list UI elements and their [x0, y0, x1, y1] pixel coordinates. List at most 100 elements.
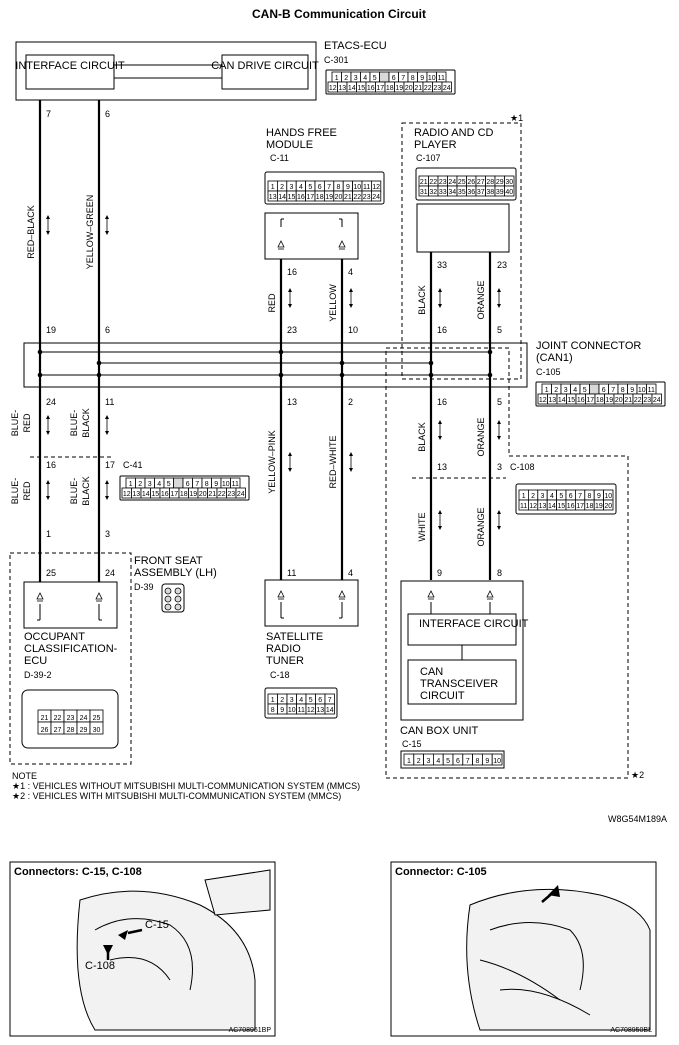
pin-ecu-24: 24	[105, 568, 115, 578]
d392-pin-label: 24	[80, 715, 88, 722]
pin-c108-13: 13	[437, 462, 447, 472]
c15-pin-label: 2	[417, 758, 421, 765]
c107-pin-label: 28	[486, 179, 494, 186]
notes: NOTE ★1 : VEHICLES WITHOUT MITSUBISHI MU…	[12, 771, 667, 824]
d392-pin-label: 21	[41, 715, 49, 722]
c41-pin-label: 13	[132, 491, 140, 498]
c11-cell	[370, 190, 382, 202]
wire-color-blue-red-2a: BLUE-	[10, 478, 20, 505]
pin-hf-16: 16	[287, 267, 297, 277]
c301-pin-label: 16	[367, 85, 375, 92]
c41-pin-label: 19	[189, 491, 197, 498]
c105-pin-label: 2	[554, 387, 558, 394]
c11-pin-label: 14	[278, 194, 286, 201]
pin-joint-11: 11	[105, 397, 114, 407]
c108-pin-label: 8	[588, 493, 592, 500]
pin-ecu-25: 25	[46, 568, 56, 578]
pin-etacs-7: 7	[46, 109, 51, 119]
radio-name-2: PLAYER	[414, 139, 457, 151]
c107-pin-label: 38	[486, 189, 494, 196]
pin-joint-2: 2	[348, 397, 353, 407]
c105-pin-label: 8	[621, 387, 625, 394]
c301-pin-label: 19	[395, 85, 403, 92]
photo-left-label-c108: C-108	[85, 960, 115, 972]
c18-pin-label: 8	[271, 707, 275, 714]
c108-pin-label: 9	[597, 493, 601, 500]
c41-cell	[173, 477, 184, 489]
c11-pin-label: 2	[280, 184, 284, 191]
c15-pin-label: 5	[446, 758, 450, 765]
c108-pin-label: 3	[541, 493, 545, 500]
c108-pin-label: 6	[569, 493, 573, 500]
c18-pin-label: 4	[299, 697, 303, 704]
pin-can-9: 9	[437, 568, 442, 578]
etacs-can-drive-label: CAN DRIVE CIRCUIT	[211, 60, 319, 72]
d392-pin-label: 29	[80, 727, 88, 734]
wire-color-orange-can: ORANGE	[476, 417, 486, 456]
note-line-2: ★2 : VEHICLES WITH MITSUBISHI MULTI-COMM…	[12, 791, 341, 801]
wire-color-blue-black-2a: BLUE-	[69, 478, 79, 505]
c105-pin-label: 17	[586, 397, 594, 404]
c301-pin-label: 20	[405, 85, 413, 92]
c107-pin-label: 26	[467, 179, 475, 186]
c107-pin-label: 24	[448, 179, 456, 186]
c108-pin-label: 10	[604, 493, 612, 500]
c18-pin-label: 13	[316, 707, 324, 714]
c15-pin-label: 1	[407, 758, 411, 765]
c105-pin-label: 3	[564, 387, 568, 394]
c107-pin-label: 37	[477, 189, 485, 196]
c18-pin-label: 7	[328, 697, 332, 704]
wire-color-yellow-pink: YELLOW–PINK	[267, 430, 277, 494]
c105-pin-label: 9	[630, 387, 634, 394]
d392-cell	[89, 721, 104, 735]
wire-color-orange-radio: ORANGE	[476, 280, 486, 319]
c301-pin-label: 14	[348, 85, 356, 92]
c107-pin-label: 31	[420, 189, 428, 196]
c41-connector-id: C-41	[123, 460, 143, 470]
pin-joint-16: 16	[437, 325, 447, 335]
c301-pin-label: 24	[443, 85, 451, 92]
c105-pin-label: 15	[567, 397, 575, 404]
c107-pin-label: 39	[496, 189, 504, 196]
photo-left-label-c15: C-15	[145, 919, 169, 931]
c15-pin-label: 9	[485, 758, 489, 765]
hf-name-1: HANDS FREE	[266, 127, 337, 139]
c41-pin-label: 20	[199, 491, 207, 498]
c107-pin-label: 21	[420, 179, 428, 186]
c15-pin-label: 10	[493, 758, 501, 765]
c105-cell	[589, 383, 600, 395]
c11-pin-label: 10	[353, 184, 361, 191]
wire-color-red: RED	[267, 293, 277, 313]
c108-pin-label: 20	[604, 503, 612, 510]
sat-name-3: TUNER	[266, 655, 304, 667]
c41-pin-label: 14	[142, 491, 150, 498]
d392-pin-label: 30	[93, 727, 101, 734]
c15-pin-label: 8	[476, 758, 480, 765]
c41-pin-label: 22	[218, 491, 226, 498]
pin-c41-17: 17	[105, 460, 115, 470]
etacs-wires: 7 6 RED–BLACK YELLOW–GREEN 19 6	[26, 100, 110, 553]
joint-name-2: (CAN1)	[536, 352, 573, 364]
canbox-interface-1: INTERFACE CIRCUIT	[419, 618, 529, 630]
c105-pin-label: 1	[545, 387, 549, 394]
pin-joint-13: 13	[287, 397, 297, 407]
occ-connector-id: D-39-2	[24, 670, 52, 680]
d392-pin-label: 25	[93, 715, 101, 722]
c15-pin-label: 6	[456, 758, 460, 765]
c107-pin-label: 35	[458, 189, 466, 196]
canbox-transceiver-1: CAN	[420, 666, 443, 678]
c41-pin-label: 3	[148, 481, 152, 488]
c11-pin-label: 3	[290, 184, 294, 191]
c18-pin-label: 2	[280, 697, 284, 704]
c105-cell	[651, 393, 662, 405]
joint-name-1: JOINT CONNECTOR	[536, 340, 641, 352]
c301-pin-label: 2	[344, 75, 348, 82]
c301-pin-label: 22	[424, 85, 432, 92]
canbox-star-mark: ★2	[631, 770, 644, 780]
satellite-radio-tuner: 13 2 YELLOW–PINK RED–WHITE 11 4 SATELLIT…	[264, 397, 359, 719]
